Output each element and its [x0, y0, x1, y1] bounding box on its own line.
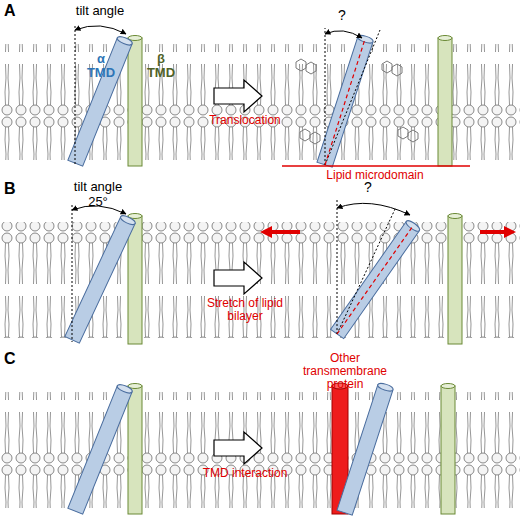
protein-label: Other transmembrane protein — [290, 352, 400, 392]
process-label: Stretch of lipid bilayer — [190, 297, 300, 323]
panel-letter: A — [4, 2, 24, 20]
process-label: TMD interaction — [190, 467, 300, 480]
tmd-label: β TMD — [144, 52, 178, 81]
panel-letter: B — [4, 180, 24, 198]
angle-label: tilt angle — [58, 180, 138, 194]
process-label: Translocation — [190, 114, 300, 127]
unknown-angle: ? — [334, 8, 350, 23]
unknown-angle: ? — [360, 180, 376, 195]
angle-label: tilt angle — [60, 4, 140, 18]
region-label: Lipid microdomain — [300, 169, 450, 182]
panel-letter: C — [4, 350, 24, 368]
tmd-label: α TMD — [84, 52, 118, 81]
angle-value: 25° — [78, 195, 118, 209]
